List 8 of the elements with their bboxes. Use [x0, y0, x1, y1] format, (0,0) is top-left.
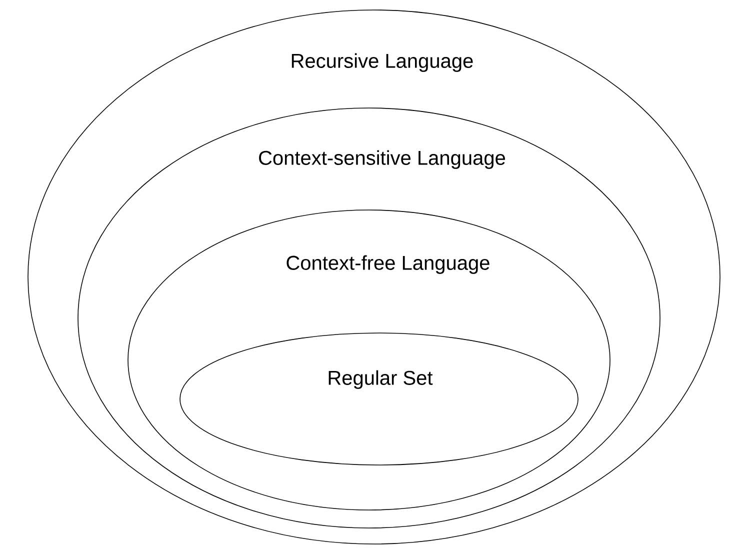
set-ellipse: [128, 210, 610, 510]
set-name: Recursive Language: [292, 53, 473, 72]
set-name: Regular Set: [328, 370, 433, 389]
set-ellipse: [28, 10, 720, 544]
set-ellipse: [78, 108, 660, 528]
set-name: Context-free Language: [286, 255, 490, 274]
set-ellipse: [180, 332, 578, 466]
set-name: Context-sensitive Language: [259, 150, 506, 169]
